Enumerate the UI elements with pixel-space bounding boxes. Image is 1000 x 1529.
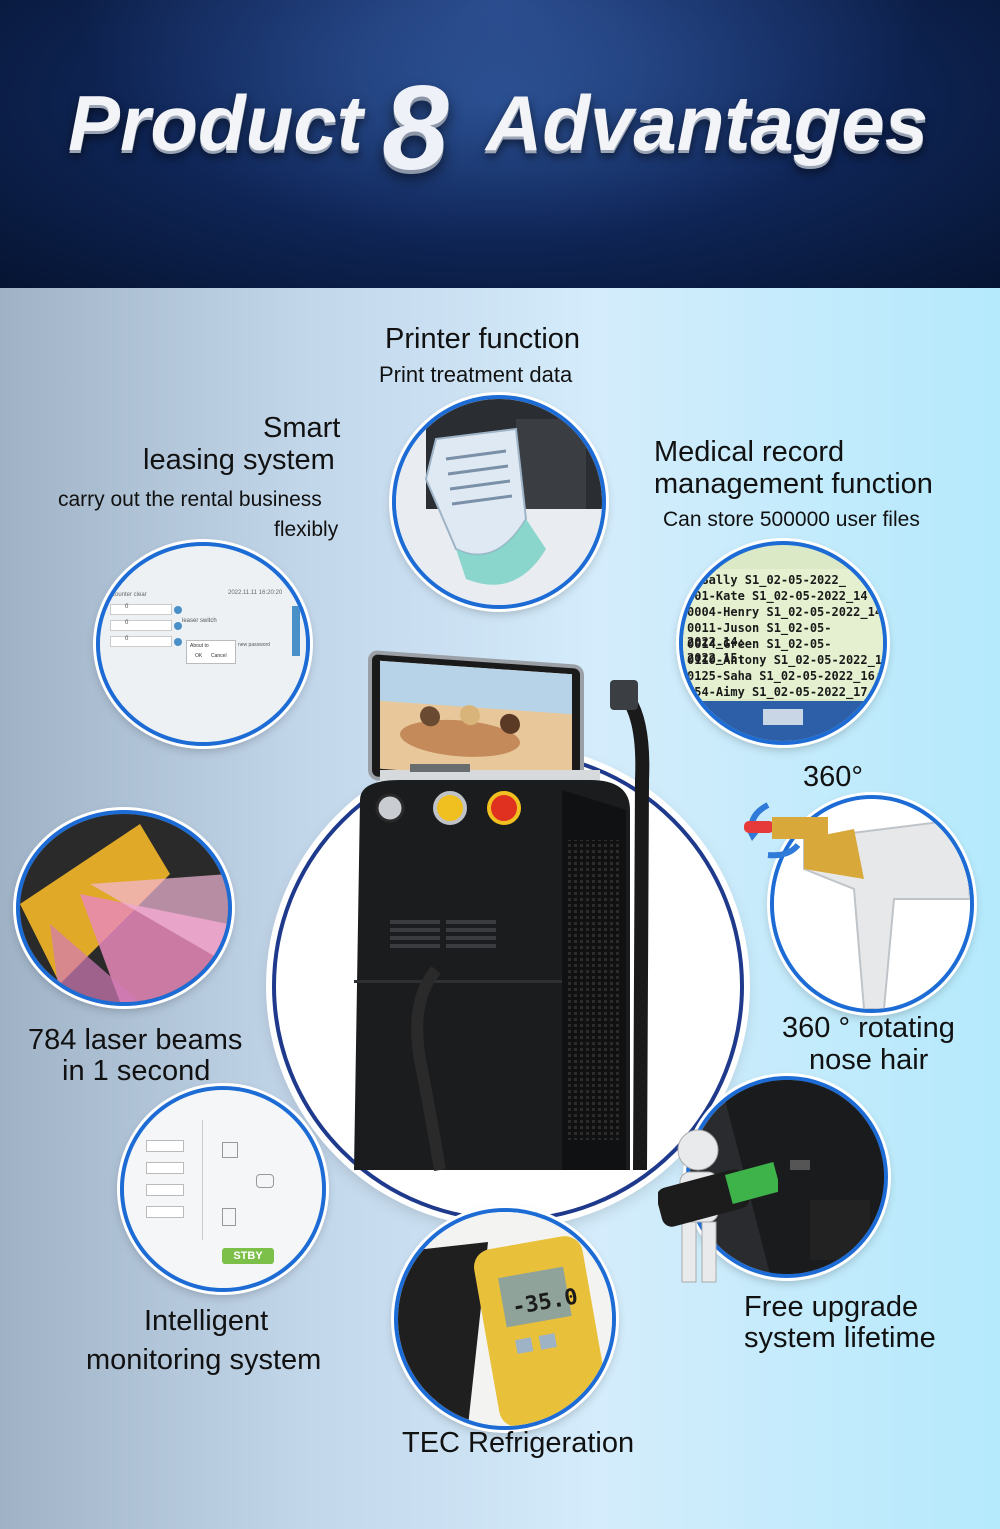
leasing-row-2 xyxy=(110,620,172,631)
printer-subtitle: Print treatment data xyxy=(379,362,573,387)
record-row: 0014-Green S1_02-05-2022_15: xyxy=(687,637,832,665)
medical-title-line1: Medical record xyxy=(654,436,845,468)
monitoring-title-line1: Intelligent xyxy=(144,1305,269,1337)
medical-desc: Can store 500000 user files xyxy=(663,508,920,531)
record-row: 0110-Antony S1_02-05-2022_1 xyxy=(687,653,883,667)
monitoring-screen: STBY xyxy=(124,1090,322,1288)
record-row: 0004-Henry S1_02-05-2022_14 xyxy=(687,605,883,619)
records-list: 5-Sally S1_02-05-2022_ 001-Kate S1_02-05… xyxy=(683,569,883,699)
printer-title: Printer function xyxy=(385,323,581,355)
tec-title: TEC Refrigeration xyxy=(402,1427,635,1459)
monitor-divider xyxy=(202,1120,203,1240)
leasing-dialog: About to OK Cancel xyxy=(186,640,236,664)
monitor-field xyxy=(146,1184,184,1196)
title-number: 8 xyxy=(382,61,449,195)
sensor-icon xyxy=(222,1142,238,1158)
leasing-cancel-button[interactable]: Cancel xyxy=(211,653,227,659)
gear-icon xyxy=(174,638,182,646)
leasing-switch-label: leaser switch xyxy=(182,618,217,624)
upgrade-title-line2: system lifetime xyxy=(744,1322,936,1354)
rotating-badge: 360° xyxy=(803,761,863,793)
monitor-field xyxy=(146,1140,184,1152)
leasing-title-line1: Smart xyxy=(263,412,341,444)
record-row: 5-Sally S1_02-05-2022_ xyxy=(687,573,846,587)
header-banner xyxy=(0,0,1000,288)
laser-title-line2: in 1 second xyxy=(62,1055,211,1087)
leasing-password-label: new password xyxy=(238,642,270,648)
leasing-row-3 xyxy=(110,636,172,647)
leasing-value-3: 0 xyxy=(125,636,129,642)
leasing-counter-label: counter clear xyxy=(112,592,147,598)
leasing-row-1 xyxy=(110,604,172,615)
gear-icon xyxy=(174,606,182,614)
machine-illustration xyxy=(354,650,650,1171)
leasing-dialog-text: About to xyxy=(190,643,209,649)
thermometer-illustration xyxy=(398,1212,612,1426)
leasing-title-line2: leasing system xyxy=(143,444,335,476)
leasing-desc-line2: flexibly xyxy=(274,518,339,541)
leasing-screen: counter clear 2022.11.11 16:20:20 0 0 0 … xyxy=(100,546,306,742)
upgrade-title-line1: Free upgrade xyxy=(744,1291,919,1323)
stby-button[interactable]: STBY xyxy=(222,1248,274,1264)
record-row: 0011-Juson S1_02-05-2022_14: xyxy=(687,621,832,649)
leasing-value-1: 0 xyxy=(125,604,129,610)
leasing-timestamp: 2022.11.11 16:20:20 xyxy=(228,590,283,596)
laser-illustration xyxy=(20,814,228,1002)
leasing-value-2: 0 xyxy=(125,620,129,626)
monitor-field xyxy=(146,1162,184,1174)
record-row: 0125-Saha S1_02-05-2022_16: xyxy=(687,669,883,683)
leasing-desc-line1: carry out the rental business xyxy=(58,488,322,511)
printer-circle xyxy=(392,395,606,609)
title-right-word: Advantages xyxy=(486,79,929,167)
pump-icon xyxy=(256,1174,274,1188)
water-icon xyxy=(222,1208,236,1226)
leasing-side-bar xyxy=(292,606,300,656)
leasing-ok-button[interactable]: OK xyxy=(195,653,203,659)
gear-icon xyxy=(174,622,182,630)
records-toolbar-button xyxy=(763,709,803,725)
rotation-arrows-icon xyxy=(744,802,828,859)
usb-figure-illustration xyxy=(658,1129,778,1283)
laser-title-line1: 784 laser beams xyxy=(28,1024,243,1056)
rotating-title-line1: 360 ° rotating xyxy=(782,1012,955,1044)
laser-circle xyxy=(16,810,232,1006)
medical-circle: 5-Sally S1_02-05-2022_ 001-Kate S1_02-05… xyxy=(679,541,887,745)
monitor-field xyxy=(146,1206,184,1218)
leasing-circle: counter clear 2022.11.11 16:20:20 0 0 0 … xyxy=(96,542,310,746)
record-row: 001-Kate S1_02-05-2022_14 xyxy=(687,589,868,603)
medical-title-line2: management function xyxy=(654,468,933,500)
header-glow xyxy=(0,0,1000,288)
tec-circle: -35.0 xyxy=(394,1208,616,1430)
monitoring-circle: STBY xyxy=(120,1086,326,1292)
title-left-word: Product xyxy=(68,79,363,167)
printer-illustration xyxy=(396,399,602,605)
monitoring-title-line2: monitoring system xyxy=(86,1344,322,1376)
record-row: 154-Aimy S1_02-05-2022_17 xyxy=(687,685,868,699)
rotating-title-line2: nose hair xyxy=(809,1044,929,1076)
